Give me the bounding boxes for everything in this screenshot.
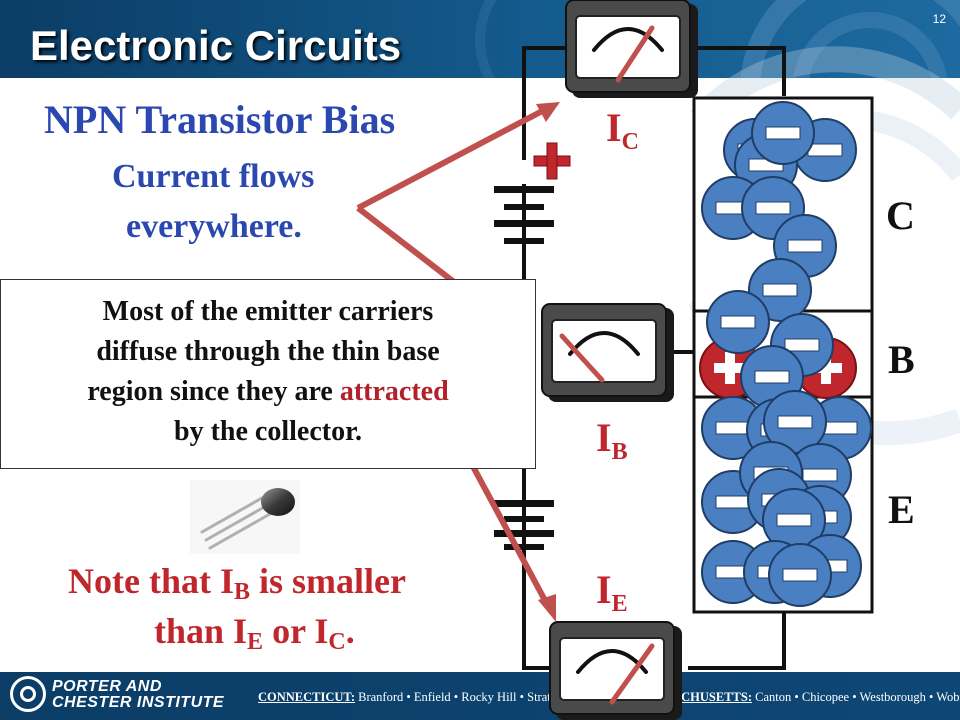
base-current-label: IB — [596, 415, 628, 465]
arrow-head-collector — [536, 102, 560, 122]
flows-text-line2: everywhere. — [126, 208, 302, 245]
top-battery — [494, 186, 554, 244]
brand-line1: PORTER AND — [52, 678, 162, 695]
ammeters — [541, 0, 698, 720]
base-ammeter-needle — [559, 333, 605, 383]
transistor-photo — [190, 480, 300, 554]
callout-line4: by the collector. — [174, 416, 362, 447]
electron-25 — [751, 101, 815, 165]
brand-line2: CHESTER INSTITUTE — [52, 694, 225, 711]
current-arrows — [356, 102, 560, 622]
electron-carriers — [701, 101, 872, 607]
collector-current-label: IC — [606, 105, 639, 155]
emitter-ammeter-needle — [609, 643, 655, 705]
callout-line1: Most of the emitter carriers — [102, 296, 434, 327]
bottom-battery — [494, 500, 554, 550]
slide-subtitle: NPN Transistor Bias — [44, 97, 396, 142]
electron-20 — [762, 488, 826, 552]
arrow-to-emitter-meter — [459, 444, 551, 608]
emitter-region-label: E — [888, 487, 915, 532]
arrow-to-collector-meter — [356, 105, 550, 211]
collector-ammeter-needle — [615, 25, 655, 83]
battery-gap — [518, 160, 530, 184]
collector-ammeter — [565, 0, 698, 98]
arrow-to-base-meter — [356, 205, 456, 285]
flows-text-line1: Current flows — [112, 158, 315, 195]
footer-band — [0, 672, 960, 720]
callout-line2: diffuse through the thin base — [96, 336, 440, 367]
explanation-callout: Most of the emitter carriers diffuse thr… — [0, 279, 536, 469]
base-ammeter — [541, 303, 674, 402]
footer-locations: CONNECTICUT: Branford • Enfield • Rocky … — [258, 690, 960, 704]
emitter-ammeter — [549, 621, 682, 720]
collector-region-label: C — [886, 193, 915, 238]
note-line2: than IE or IC. — [154, 611, 355, 655]
callout-highlight: attracted — [339, 376, 449, 407]
electron-8 — [706, 290, 770, 354]
callout-line3: region since they are attracted — [87, 376, 449, 407]
electron-24 — [768, 543, 832, 607]
note-line1: Note that IB is smaller — [68, 561, 406, 605]
emitter-current-label: IE — [596, 567, 628, 617]
plus-icon — [533, 142, 571, 180]
slide-number: 12 — [932, 12, 946, 26]
header-band — [0, 0, 960, 78]
slide-title: Electronic Circuits — [30, 22, 402, 69]
institute-logo-icon — [10, 676, 46, 712]
arrow-head-emitter — [538, 594, 556, 622]
base-region-label: B — [888, 337, 915, 382]
